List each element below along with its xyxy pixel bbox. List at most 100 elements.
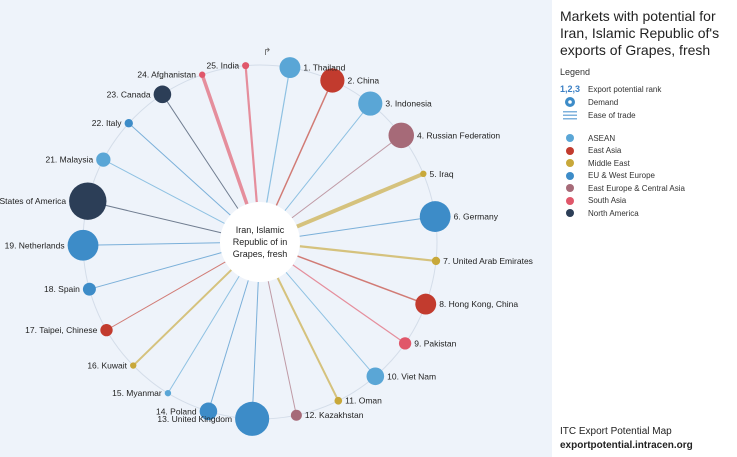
market-bubble[interactable]: [69, 182, 107, 220]
market-label: 14. Poland: [156, 406, 197, 416]
market-label: 16. Kuwait: [87, 361, 127, 371]
connection-line: [291, 134, 402, 219]
market-label: 7. United Arab Emirates: [443, 256, 533, 266]
legend-region-label: Middle East: [588, 158, 630, 168]
market-label: 21. Malaysia: [45, 155, 93, 165]
market-label: 25. India: [206, 61, 239, 71]
market-bubble[interactable]: [82, 282, 96, 296]
market-label: 17. Taipei, Chinese: [25, 325, 97, 335]
market-bubble[interactable]: [398, 337, 412, 350]
connection-line: [103, 159, 225, 224]
market-label: 3. Indonesia: [385, 99, 432, 109]
connection-line: [200, 74, 249, 205]
legend-region-row[interactable]: East Asia: [560, 145, 621, 157]
market-label: 9. Pakistan: [414, 338, 456, 348]
connection-line: [83, 242, 221, 246]
demand-label: Demand: [588, 97, 619, 107]
connection-line: [284, 103, 371, 212]
market-bubble[interactable]: [366, 367, 385, 386]
legend-rank-row: 1,2,3 Export potential rank: [560, 83, 661, 95]
connection-line: [296, 171, 425, 229]
market-bubble[interactable]: [199, 402, 218, 421]
connection-line: [275, 80, 334, 206]
connection-line: [292, 264, 406, 344]
connection-line: [87, 200, 222, 234]
connection-line: [267, 281, 297, 416]
center-label-line-3: Grapes, fresh: [233, 249, 288, 259]
connection-line: [128, 122, 231, 216]
connection-line: [276, 277, 340, 402]
legend-swatch: [560, 196, 580, 205]
legend-region-label: ASEAN: [588, 133, 616, 143]
connection-line: [132, 269, 233, 367]
connection-line: [244, 65, 258, 203]
market-bubble[interactable]: [388, 122, 415, 149]
legend-ease-row: Ease of trade: [560, 109, 636, 121]
market-bubble[interactable]: [124, 119, 133, 128]
market-label: 19. Netherlands: [5, 240, 65, 250]
legend-region-label: East Europe & Central Asia: [588, 183, 685, 193]
ease-of-trade-icon: [560, 110, 580, 120]
market-bubble[interactable]: [164, 389, 172, 397]
market-label: 18. Spain: [44, 284, 80, 294]
market-bubble[interactable]: [334, 396, 343, 405]
market-bubble[interactable]: [358, 91, 383, 116]
market-bubble[interactable]: [153, 85, 172, 104]
market-label: 23. Canada: [107, 89, 151, 99]
legend-region-label: North America: [588, 208, 639, 218]
ease-label: Ease of trade: [588, 110, 636, 120]
market-bubble[interactable]: [235, 401, 270, 436]
legend-region-row[interactable]: Middle East: [560, 157, 630, 169]
connection-line: [207, 280, 249, 412]
connection-line: [89, 252, 222, 290]
legend-region-row[interactable]: ASEAN: [560, 132, 615, 144]
market-label: 4. Russian Federation: [417, 130, 500, 140]
legend-region-row[interactable]: North America: [560, 207, 639, 219]
center-label-line-2: Republic of in: [233, 237, 288, 247]
footer-source: ITC Export Potential Map: [560, 426, 672, 437]
market-label: 6. Germany: [454, 212, 499, 222]
market-bubble[interactable]: [320, 68, 345, 93]
market-label: 11. Oman: [345, 396, 382, 406]
market-bubble[interactable]: [199, 71, 206, 78]
market-bubble[interactable]: [130, 362, 137, 369]
legend-region-row[interactable]: East Europe & Central Asia: [560, 182, 685, 194]
market-bubble[interactable]: [100, 323, 113, 337]
market-bubble[interactable]: [419, 201, 451, 232]
legend-swatch: [560, 146, 580, 155]
market-label: 2. China: [347, 75, 379, 85]
market-label: 5. Iraq: [430, 169, 454, 179]
connection-line: [297, 255, 427, 305]
market-bubble[interactable]: [279, 57, 301, 79]
market-bubble[interactable]: [96, 152, 111, 167]
connection-line: [299, 245, 437, 263]
rank-label: Export potential rank: [588, 84, 662, 94]
legend-swatch: [560, 134, 580, 142]
connection-line: [106, 261, 226, 331]
market-bubble[interactable]: [415, 293, 437, 315]
market-label: 22. Italy: [92, 118, 123, 128]
connection-line: [251, 281, 259, 419]
footer-link[interactable]: exportpotential.intracen.org: [560, 440, 693, 451]
radial-chart: Iran, Islamic Republic of in Grapes, fre…: [0, 47, 533, 436]
legend-region-label: South Asia: [588, 196, 627, 205]
legend-region-row[interactable]: South Asia: [560, 195, 626, 207]
legend-region-label: East Asia: [588, 146, 622, 155]
legend-region-row[interactable]: EU & West Europe: [560, 170, 655, 182]
legend-demand-row: Demand: [560, 96, 618, 108]
market-label: 1. Thailand: [303, 63, 345, 73]
market-bubble[interactable]: [420, 170, 427, 177]
connection-line: [266, 67, 291, 203]
market-bubble[interactable]: [290, 409, 302, 421]
chart-area: Iran, Islamic Republic of in Grapes, fre…: [0, 0, 552, 457]
market-bubble[interactable]: [67, 229, 99, 261]
market-bubble[interactable]: [431, 256, 441, 266]
market-bubble[interactable]: [242, 62, 250, 70]
market-label: 24. Afghanistan: [137, 70, 196, 80]
legend-region-label: EU & West Europe: [588, 171, 655, 180]
market-label: 20. United States of America: [0, 196, 66, 206]
rotate-icon[interactable]: ↱: [263, 47, 271, 58]
center-label-line-1: Iran, Islamic: [236, 225, 285, 235]
rank-symbol: 1,2,3: [559, 84, 581, 94]
side-panel: Markets with potential for Iran, Islamic…: [552, 0, 737, 457]
